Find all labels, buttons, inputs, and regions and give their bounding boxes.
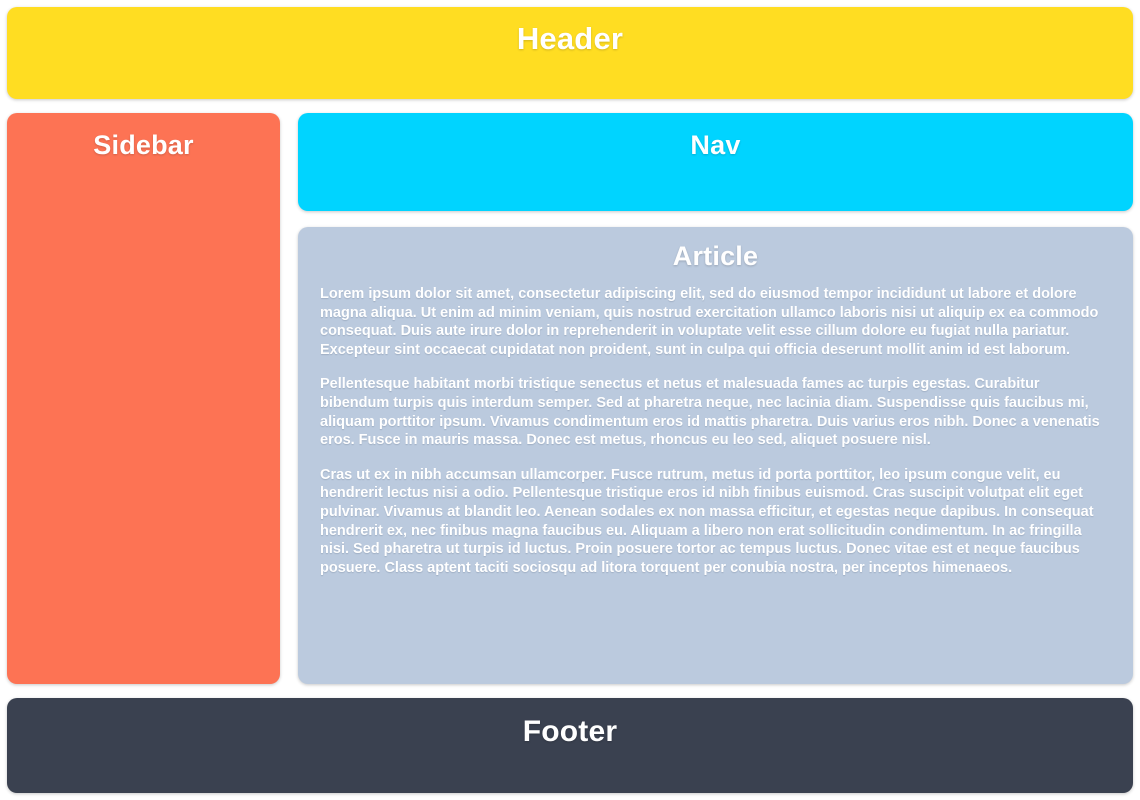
sidebar-title: Sidebar — [93, 130, 194, 160]
article-region: Article Lorem ipsum dolor sit amet, cons… — [298, 227, 1133, 684]
article-body: Lorem ipsum dolor sit amet, consectetur … — [320, 285, 1111, 577]
article-paragraph: Cras ut ex in nibh accumsan ullamcorper.… — [320, 466, 1094, 576]
nav-region: Nav — [298, 113, 1133, 211]
article-paragraph: Pellentesque habitant morbi tristique se… — [320, 376, 1100, 449]
header-title: Header — [516, 21, 624, 56]
nav-title: Nav — [690, 130, 741, 160]
article-paragraph: Lorem ipsum dolor sit amet, consectetur … — [320, 286, 1099, 358]
sidebar-region: Sidebar — [7, 113, 280, 684]
footer-title: Footer — [522, 715, 618, 748]
footer-region: Footer — [7, 698, 1133, 793]
header-region: Header — [7, 7, 1133, 99]
article-title: Article — [672, 241, 759, 271]
